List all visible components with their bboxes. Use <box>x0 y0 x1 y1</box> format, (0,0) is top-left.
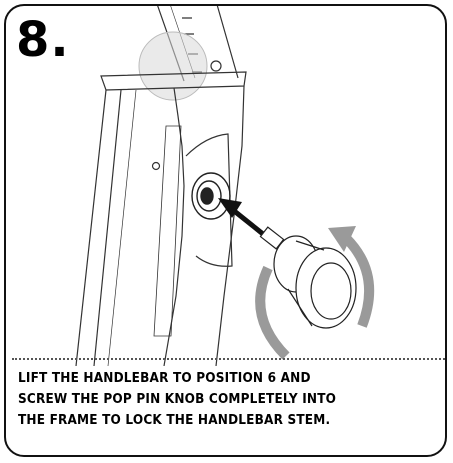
step-number: 8. <box>16 12 70 68</box>
assembly-illustration <box>75 6 375 366</box>
pop-pin-knob-icon <box>259 226 357 329</box>
pop-pin-socket <box>191 172 231 220</box>
main-frame <box>75 71 247 366</box>
highlight-circle-icon <box>138 31 208 101</box>
instruction-line: LIFT THE HANDLEBAR TO POSITION 6 AND <box>18 371 311 386</box>
instruction-line: THE FRAME TO LOCK THE HANDLEBAR STEM. <box>18 413 331 428</box>
instruction-line: SCREW THE POP PIN KNOB COMPLETELY INTO <box>18 392 337 407</box>
section-divider <box>12 358 445 360</box>
instruction-card: 8. LIFT THE HANDLEBAR TO POSITION 6 AND … <box>4 4 447 457</box>
rotation-arrow-icon <box>255 226 375 360</box>
insert-arrow-icon <box>218 198 270 240</box>
instruction-text: LIFT THE HANDLEBAR TO POSITION 6 AND SCR… <box>18 368 390 431</box>
